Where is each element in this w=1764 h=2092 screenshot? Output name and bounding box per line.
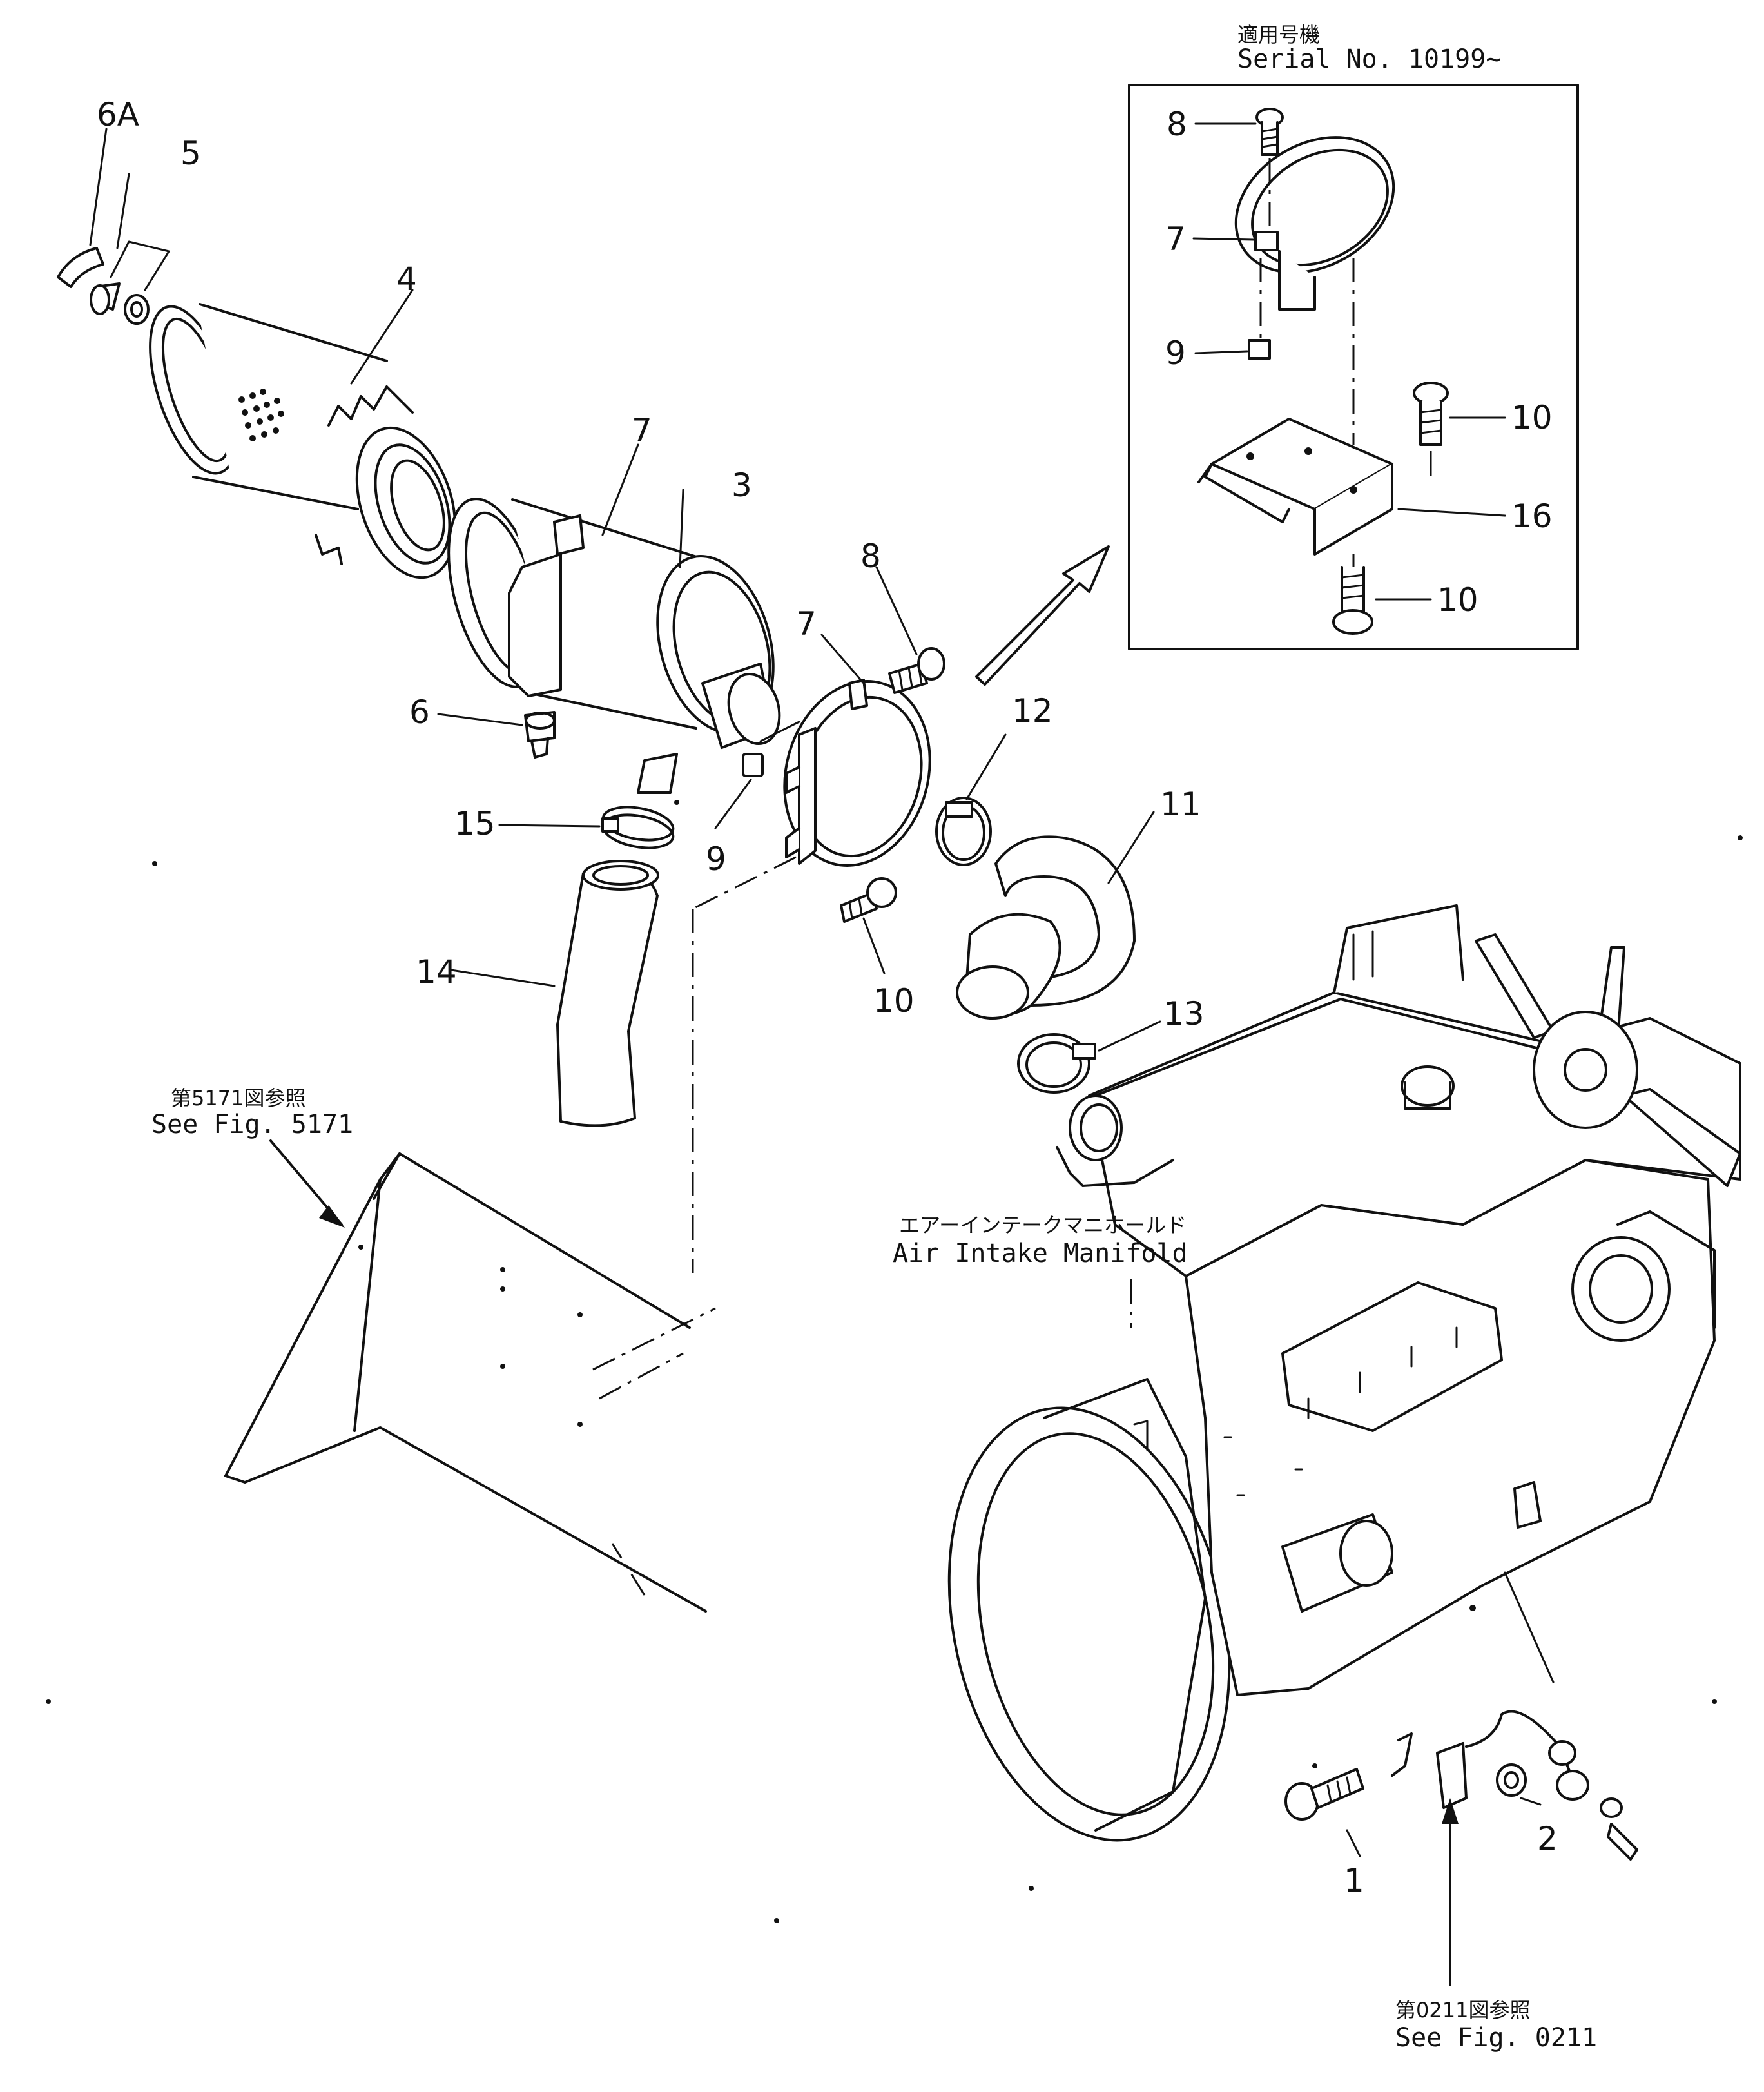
inset-screw-8 — [1255, 108, 1284, 229]
label-6a: 6A — [97, 96, 139, 133]
label-7-upper: 7 — [632, 412, 652, 449]
speck — [152, 861, 157, 866]
label-12: 12 — [1012, 692, 1053, 730]
arrowhead-fig0211 — [1442, 1798, 1459, 1824]
engine-assembly — [947, 904, 1741, 1842]
leader-9 — [714, 779, 752, 829]
leader-14 — [450, 969, 556, 987]
speck — [46, 1699, 51, 1704]
speck — [1029, 1886, 1034, 1891]
washer-bolt-small — [1600, 1797, 1638, 1861]
dust-valve-6 — [524, 711, 556, 759]
inset-pointer-arrow — [975, 545, 1110, 686]
inset-title-jp: 適用号機 — [1237, 23, 1320, 47]
bolt-10 — [840, 877, 897, 923]
label-11: 11 — [1160, 786, 1201, 823]
label-2: 2 — [1537, 1820, 1558, 1857]
elbow-hose-11 — [956, 835, 1136, 1020]
inset-label-16: 16 — [1511, 498, 1553, 535]
label-1: 1 — [1344, 1862, 1364, 1899]
hose-clamp-12 — [935, 797, 992, 866]
bolt-1 — [1284, 1768, 1364, 1821]
mounting-clamp-7 — [759, 679, 931, 867]
inset-label-8: 8 — [1167, 106, 1187, 143]
element-perforation-dots — [238, 389, 284, 441]
leader-11 — [1107, 811, 1155, 884]
serial-inset: 適用号機 Serial No. 10199~ — [1128, 23, 1579, 650]
bracket-5 — [110, 240, 170, 291]
mount-line-1 — [692, 856, 797, 910]
leader-8 — [875, 566, 918, 655]
leader-inset-16 — [1397, 508, 1506, 517]
leader-12 — [965, 733, 1007, 800]
leader-6 — [437, 713, 523, 726]
inset-bolt-10-upper — [1413, 382, 1449, 480]
inset-label-10-lower: 10 — [1437, 581, 1478, 619]
arrowhead-fig5171 — [319, 1205, 345, 1228]
leader-1 — [1346, 1829, 1361, 1857]
inset-nut-9 — [1248, 258, 1271, 360]
hose-clamp-15 — [601, 806, 675, 849]
label-14: 14 — [416, 953, 457, 991]
leader-5 — [116, 173, 130, 249]
label-6: 6 — [409, 693, 430, 731]
nut-2 — [1496, 1763, 1527, 1797]
speck — [774, 1918, 779, 1923]
label-7-center: 7 — [796, 605, 817, 643]
leader-6a — [89, 128, 108, 246]
ref-fig5171-jp: 第5171図参照 — [171, 1086, 305, 1110]
label-4: 4 — [396, 260, 417, 298]
leader-7a — [601, 443, 639, 536]
inset-title-en: Serial No. 10199~ — [1237, 44, 1501, 74]
hose-clamp-13 — [1017, 1033, 1096, 1094]
inset-bracket-16 — [1197, 258, 1393, 606]
washer-5 — [124, 294, 150, 325]
ref-manifold-en: Air Intake Manifold — [893, 1239, 1188, 1268]
wing-nut-6a — [57, 247, 121, 315]
leader-inset-7 — [1192, 237, 1255, 241]
leader-15 — [498, 824, 601, 828]
inset-clamp-band — [1234, 136, 1395, 311]
label-8: 8 — [860, 538, 881, 575]
ref-fig5171-en: See Fig. 5171 — [151, 1110, 353, 1139]
leader-13 — [1098, 1020, 1161, 1052]
leader-7b — [820, 634, 865, 684]
label-3: 3 — [732, 467, 752, 504]
leader-inset-9 — [1194, 350, 1248, 354]
leader-4 — [350, 289, 414, 385]
label-9: 9 — [706, 840, 726, 878]
inset-label-10-upper: 10 — [1511, 399, 1553, 436]
inset-label-9: 9 — [1165, 334, 1186, 372]
leader-engine-ground — [1504, 1571, 1555, 1683]
ref-fig0211-en: See Fig. 0211 — [1395, 2023, 1597, 2053]
inset-label-7: 7 — [1165, 220, 1186, 258]
ref-fig0211-jp: 第0211図参照 — [1395, 1998, 1530, 2022]
speck — [1738, 835, 1743, 840]
clamp-bracket-0211 — [1391, 1710, 1589, 1809]
bolt-8 — [888, 647, 945, 694]
air-cleaner-body-3 — [447, 498, 781, 805]
label-13: 13 — [1163, 995, 1205, 1032]
air-cleaner-element-4 — [149, 303, 457, 579]
inset-bolt-10-lower — [1332, 566, 1373, 635]
leader-10 — [862, 917, 886, 974]
label-5: 5 — [180, 135, 201, 172]
ref-manifold-jp: エアーインテークマニホールド — [899, 1213, 1187, 1237]
inset-frame — [1128, 84, 1579, 650]
leader-2 — [1520, 1797, 1542, 1806]
label-10: 10 — [873, 982, 915, 1020]
leader-3 — [679, 489, 684, 568]
hose-14 — [556, 860, 659, 1127]
mounting-bracket-5171 — [224, 1152, 716, 1613]
speck — [1712, 1699, 1717, 1704]
label-15: 15 — [454, 805, 496, 842]
nut-9 — [742, 753, 764, 777]
